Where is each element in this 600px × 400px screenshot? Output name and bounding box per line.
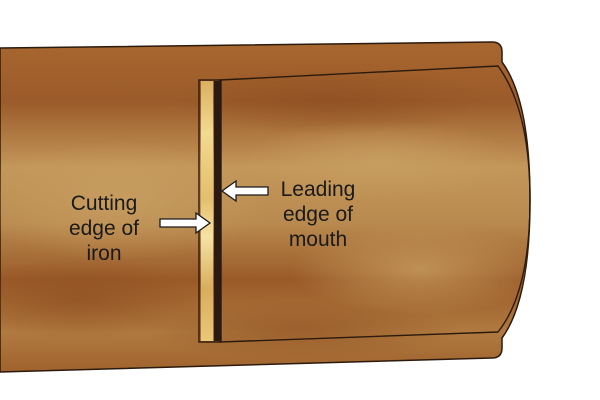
label-line: edge of xyxy=(68,217,140,240)
arrow-to-leading-edge xyxy=(220,179,269,203)
label-line: mouth xyxy=(288,228,348,251)
label-line: edge of xyxy=(282,203,354,226)
arrow-to-cutting-edge xyxy=(159,211,212,235)
mouth-gap xyxy=(214,81,221,341)
label-line: Leading xyxy=(280,178,356,201)
label-line: iron xyxy=(86,242,122,265)
toe-section xyxy=(219,65,531,343)
label-leading-edge-of-mouth: Leading edge of mouth xyxy=(266,177,370,252)
label-line: Cutting xyxy=(70,192,138,215)
plane-body xyxy=(0,41,531,373)
label-cutting-edge-of-iron: Cutting edge of iron xyxy=(50,191,158,266)
iron-cutting-edge xyxy=(201,81,213,341)
